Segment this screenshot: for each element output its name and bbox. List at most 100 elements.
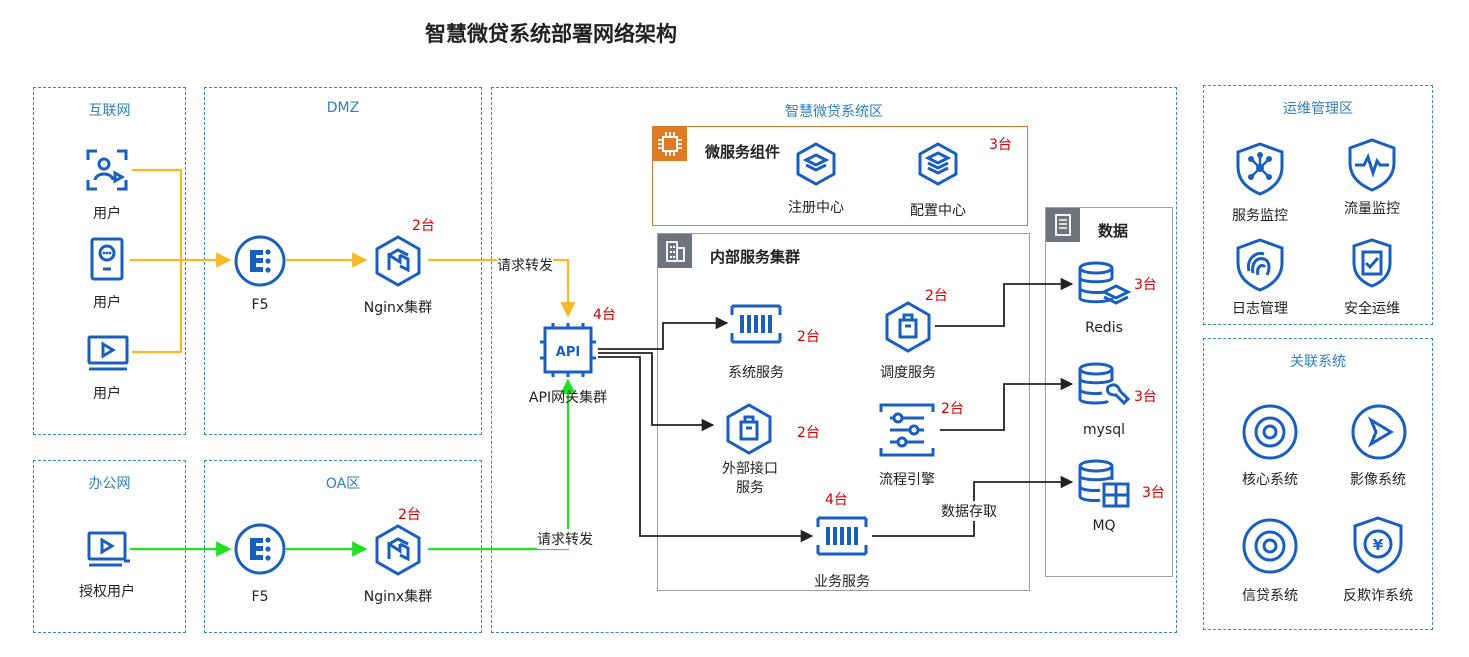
building-icon [658,234,692,268]
anti-fraud-icon[interactable]: ¥ [1350,515,1406,575]
diagram-title: 智慧微贷系统部署网络架构 [425,22,677,46]
data-title: 数据 [1098,222,1129,240]
dmz-f5-label: F5 [251,297,269,313]
dmz-f5-icon[interactable] [233,234,287,288]
security-ops-label: 安全运维 [1344,301,1400,317]
mq-icon[interactable] [1076,458,1132,510]
api-gateway-label: API网关集群 [528,390,608,406]
redis-icon[interactable] [1076,260,1132,310]
edge-label-forward-bottom: 请求转发 [537,529,593,549]
document-icon [1046,208,1080,242]
link-user1-f5 [132,168,183,260]
edge-label-data-access: 数据存取 [941,501,997,521]
microservice-group: 微服务组件 [652,126,1028,226]
business-service-label: 业务服务 [814,574,870,590]
link-user3-f5 [132,260,183,354]
svg-text:¥: ¥ [1373,536,1384,554]
registry-center-label: 注册中心 [788,200,844,216]
zone-main: 智慧微贷系统区 [491,87,1177,633]
core-system-icon[interactable] [1241,403,1299,461]
credit-system-icon[interactable] [1241,517,1299,575]
zone-ops-label: 运维管理区 [1283,101,1353,117]
flow-engine-icon[interactable] [878,402,936,458]
data-group: 数据 [1045,207,1173,577]
link-oa-nginx-gateway [428,378,576,551]
external-interface-icon[interactable] [723,402,775,456]
link-gateway-external [598,352,715,432]
oa-nginx-icon[interactable] [370,522,426,578]
internet-user-3-label: 用户 [93,386,121,402]
link-gateway-system [598,316,729,350]
face-id-user-icon[interactable] [84,147,130,193]
oa-f5-icon[interactable] [233,522,287,576]
system-service-label: 系统服务 [728,365,784,381]
mysql-icon[interactable] [1076,361,1132,413]
mq-count: 3台 [1142,485,1165,501]
link-nginx-gateway [428,258,576,318]
zone-dmz-label: DMZ [326,100,360,116]
link-schedule-redis [935,277,1074,327]
system-service-icon[interactable] [729,302,783,346]
microservice-count: 3台 [989,137,1012,153]
redis-count: 3台 [1134,277,1157,293]
zone-office: 办公网 [33,460,186,633]
security-ops-icon[interactable] [1350,237,1394,289]
svg-text:API: API [556,345,580,360]
zone-internet-label: 互联网 [88,103,131,119]
redis-label: Redis [1085,320,1123,336]
external-interface-count: 2台 [797,425,820,441]
api-gateway-icon[interactable]: API [538,320,598,380]
system-service-count: 2台 [797,329,820,345]
credit-system-label: 信贷系统 [1242,588,1298,604]
external-interface-label-2: 服务 [736,480,764,496]
zone-main-label: 智慧微贷系统区 [785,104,883,120]
oa-f5-label: F5 [251,589,269,605]
business-service-icon[interactable] [815,514,869,558]
flow-engine-label: 流程引擎 [879,472,935,488]
microservice-title: 微服务组件 [705,143,781,161]
internet-user-2-label: 用户 [93,295,121,311]
business-service-count: 4台 [825,492,848,508]
service-monitor-icon[interactable] [1234,141,1286,197]
link-gateway-business [598,356,814,543]
traffic-monitor-icon[interactable] [1346,137,1398,193]
dmz-nginx-count: 2台 [412,218,435,234]
zone-ops: 运维管理区 [1203,85,1433,325]
internal-title: 内部服务集群 [710,248,801,266]
dmz-nginx-icon[interactable] [370,233,426,289]
api-gateway-count: 4台 [593,307,616,323]
traffic-monitor-label: 流量监控 [1344,201,1400,217]
log-manage-icon[interactable] [1234,237,1286,293]
zone-related: 关联系统 [1203,338,1433,630]
schedule-service-count: 2台 [925,288,948,304]
zone-oa-label: OA区 [325,476,361,492]
anti-fraud-label: 反欺诈系统 [1343,588,1413,604]
link-flow-mysql [940,377,1074,431]
authorized-user-label: 授权用户 [79,584,135,600]
core-system-label: 核心系统 [1242,472,1298,488]
config-center-icon[interactable] [915,141,961,187]
registry-center-icon[interactable] [793,141,839,187]
edge-label-forward-top: 请求转发 [497,255,553,275]
authorized-user-icon[interactable] [86,530,132,568]
schedule-service-label: 调度服务 [880,365,936,381]
image-system-label: 影像系统 [1350,472,1406,488]
external-interface-label-1: 外部接口 [722,461,778,477]
dmz-nginx-label: Nginx集群 [363,300,433,316]
oa-nginx-label: Nginx集群 [363,589,433,605]
chip-icon [653,127,687,161]
config-center-label: 配置中心 [910,203,966,219]
image-system-icon[interactable] [1350,403,1408,461]
internet-user-1-label: 用户 [93,206,121,222]
mobile-chat-user-icon[interactable] [87,236,127,282]
schedule-service-icon[interactable] [882,300,934,354]
oa-nginx-count: 2台 [398,507,421,523]
zone-related-label: 关联系统 [1290,354,1346,370]
video-user-icon[interactable] [86,334,130,372]
mysql-label: mysql [1083,422,1125,438]
log-manage-label: 日志管理 [1232,301,1288,317]
zone-office-label: 办公网 [88,476,131,492]
zone-oa: OA区 [204,460,482,633]
internal-cluster: 内部服务集群 [657,233,1030,591]
